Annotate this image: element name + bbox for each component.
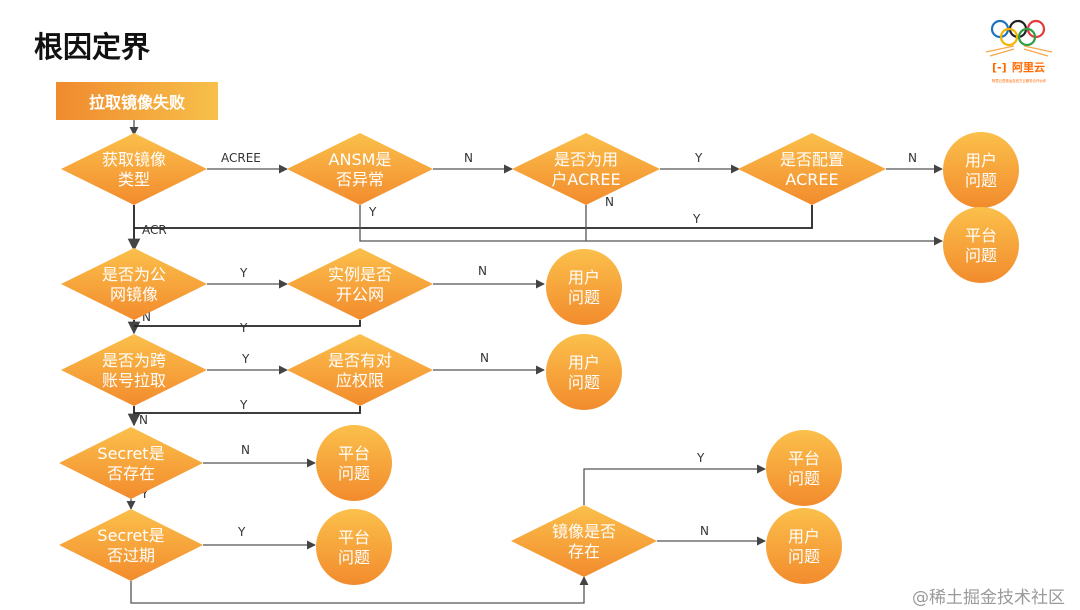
edge-label-cross-y: Y	[241, 352, 250, 366]
edge-label-sexp-y: Y	[237, 525, 246, 539]
edge-labels: ACREE ACR N Y Y N N Y Y N N Y Y N N Y N …	[139, 151, 917, 539]
decision-sexist-line2: 否存在	[107, 464, 155, 483]
decision-user-acree-line2: 户ACREE	[551, 170, 620, 189]
decision-ansm-line2: 否异常	[336, 170, 384, 189]
edge-label-config-y: Y	[692, 212, 701, 226]
outcome-user-issue-1[interactable]: 用户 问题	[943, 132, 1019, 208]
decision-type-line2: 类型	[118, 170, 150, 189]
edge-label-ansm-y: Y	[368, 205, 377, 219]
decision-inst-line1: 实例是否	[328, 265, 392, 284]
edge-label-ansm-n: N	[464, 151, 473, 165]
outcome-platform-issue-4[interactable]: 平台 问题	[766, 430, 842, 506]
decision-img-line1: 镜像是否	[552, 522, 616, 541]
decision-ansm-line1: ANSM是	[329, 150, 392, 169]
outcome-plat1-line1: 平台	[965, 226, 997, 245]
outcome-user-issue-3[interactable]: 用户 问题	[546, 334, 622, 410]
edge-label-acr: ACR	[142, 223, 167, 237]
page-title: 根因定界	[34, 30, 151, 64]
edge-label-inst-n: N	[478, 264, 487, 278]
decision-type-line1: 获取镜像	[102, 150, 166, 169]
decision-secret-expired[interactable]: Secret是 否过期	[59, 509, 203, 581]
edge-label-acree: ACREE	[221, 151, 261, 165]
edge-label-sexist-y: Y	[140, 487, 149, 501]
olympic-rings-icon	[990, 19, 1046, 47]
outcome-plat4-line1: 平台	[788, 449, 820, 468]
edge-label-cross-n: N	[139, 413, 148, 427]
edge-label-perm-y: Y	[239, 398, 248, 412]
decision-type[interactable]: 获取镜像 类型	[61, 133, 207, 205]
decision-sexp-line1: Secret是	[97, 526, 164, 545]
edge-sexp-n-to-img	[130, 576, 589, 604]
edge-label-img-y: Y	[696, 451, 705, 465]
decision-sexist-line1: Secret是	[97, 444, 164, 463]
edge-label-public-y: Y	[239, 266, 248, 280]
edge-label-useracree-y: Y	[694, 151, 703, 165]
aliyun-logo: [-] 阿里云 阿里云是奥运会官方云服务合作伙伴	[978, 16, 1060, 86]
edge-label-perm-n: N	[480, 351, 489, 365]
outcome-platform-issue-2[interactable]: 平台 问题	[316, 425, 392, 501]
decision-config-acree[interactable]: 是否配置 ACREE	[738, 133, 886, 205]
decision-instance-public[interactable]: 实例是否 开公网	[287, 248, 433, 320]
decision-public-line1: 是否为公	[102, 265, 166, 284]
outcome-user3-line1: 用户	[568, 353, 600, 372]
edge-label-public-n: N	[142, 310, 151, 324]
logo-tagline: 阿里云是奥运会官方云服务合作伙伴	[992, 78, 1047, 83]
outcome-user2-line2: 问题	[568, 288, 600, 307]
edge-label-useracree-n: N	[605, 195, 614, 209]
outcome-plat1-line2: 问题	[965, 246, 997, 265]
connectors	[126, 120, 943, 604]
outcome-platform-issue-1[interactable]: 平台 问题	[943, 207, 1019, 283]
edge-ansm-y-to-plat1	[359, 205, 943, 246]
decision-config-line1: 是否配置	[780, 150, 844, 169]
edge-label-img-n: N	[700, 524, 709, 538]
edge-label-inst-y: Y	[239, 321, 248, 335]
outcome-plat3-line2: 问题	[338, 548, 370, 567]
outcome-user1-line2: 问题	[965, 171, 997, 190]
start-node-pull-image-failed[interactable]: 拉取镜像失败	[56, 82, 218, 120]
decision-user-acree-line1: 是否为用	[554, 150, 618, 169]
outcome-user2-line1: 用户	[568, 268, 600, 287]
decision-img-line2: 存在	[568, 542, 600, 561]
outcome-user4-line1: 用户	[788, 527, 820, 546]
decision-public-image[interactable]: 是否为公 网镜像	[61, 248, 207, 320]
outcome-platform-issue-3[interactable]: 平台 问题	[316, 509, 392, 585]
outcome-plat2-line1: 平台	[338, 444, 370, 463]
edge-label-sexist-n: N	[241, 443, 250, 457]
outcome-user4-line2: 问题	[788, 547, 820, 566]
outcome-user1-line1: 用户	[965, 151, 997, 170]
start-node-label: 拉取镜像失败	[88, 93, 185, 112]
edge-perm-y-to-secret	[134, 406, 361, 414]
outcome-plat4-line2: 问题	[788, 469, 820, 488]
outcome-user-issue-4[interactable]: 用户 问题	[766, 508, 842, 584]
decision-user-acree[interactable]: 是否为用 户ACREE	[512, 133, 660, 205]
edge-label-config-n: N	[908, 151, 917, 165]
decision-sexp-line2: 否过期	[107, 546, 155, 565]
logo-brand-text: 阿里云	[1012, 60, 1045, 74]
edge-inst-y-to-cross	[134, 320, 361, 327]
decision-cross-account[interactable]: 是否为跨 账号拉取	[61, 334, 207, 406]
decision-image-exists[interactable]: 镜像是否 存在	[511, 505, 657, 577]
edge-img-plat4	[583, 464, 766, 505]
logo-brand-mark: [-]	[992, 61, 1007, 74]
outcome-user-issue-2[interactable]: 用户 问题	[546, 249, 622, 325]
decision-permission[interactable]: 是否有对 应权限	[287, 334, 433, 406]
decision-secret-exists[interactable]: Secret是 否存在	[59, 427, 203, 499]
decision-perm-line2: 应权限	[336, 371, 384, 390]
edge-config-y-to-public	[134, 205, 813, 229]
decision-ansm[interactable]: ANSM是 否异常	[287, 133, 433, 205]
decision-public-line2: 网镜像	[110, 285, 158, 304]
outcome-plat2-line2: 问题	[338, 464, 370, 483]
decision-perm-line1: 是否有对	[328, 351, 392, 370]
decision-cross-line1: 是否为跨	[102, 351, 166, 370]
decision-inst-line2: 开公网	[336, 285, 384, 304]
decision-cross-line2: 账号拉取	[102, 371, 166, 390]
outcome-user3-line2: 问题	[568, 373, 600, 392]
outcome-plat3-line1: 平台	[338, 528, 370, 547]
watermark: @稀土掘金技术社区	[912, 588, 1065, 608]
decision-config-line2: ACREE	[785, 170, 838, 189]
